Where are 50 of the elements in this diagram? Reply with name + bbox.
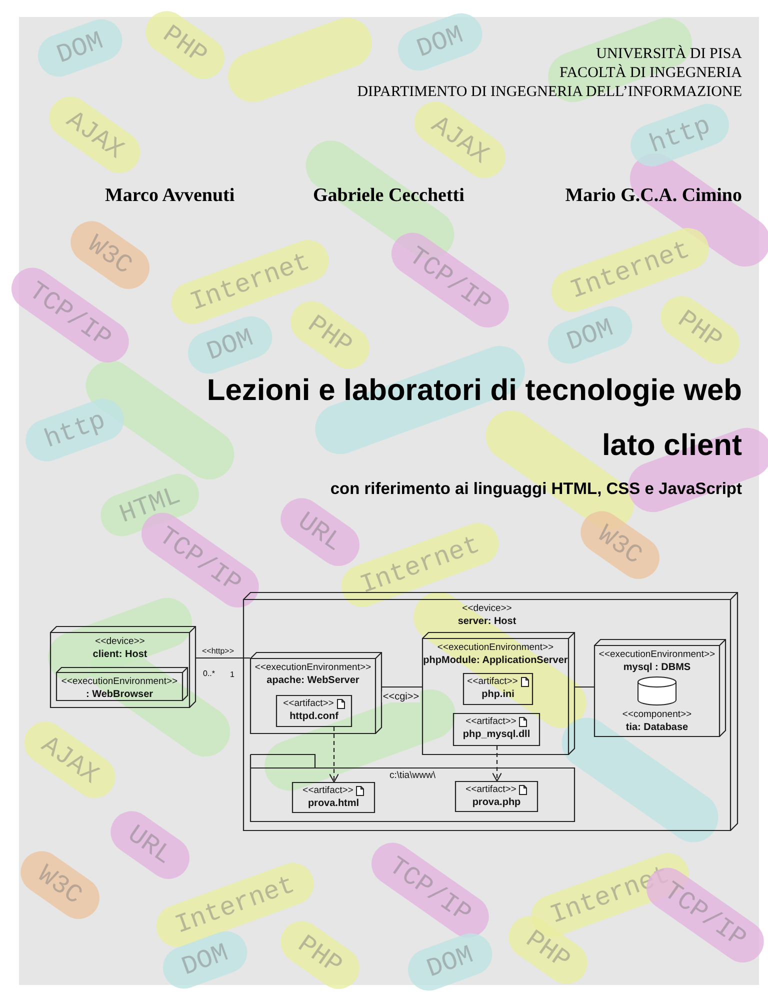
stereotype-label: <<cgi>> — [382, 692, 420, 702]
element-name: : WebBrowser — [86, 688, 154, 701]
artifact-box — [455, 781, 538, 812]
execution-environment-node — [594, 639, 726, 737]
artifact-box — [463, 673, 533, 705]
stereotype-text: <<executionEnvironment>> — [254, 661, 372, 674]
device-node — [243, 592, 738, 831]
artifact-box — [292, 782, 375, 813]
stereotype-label: <<http>> — [200, 646, 236, 656]
stereotype-text: <<executionEnvironment>> — [598, 648, 716, 661]
element-name: httpd.conf — [290, 710, 338, 723]
stereotype-text: <<component>> — [622, 708, 692, 721]
multiplicity-label: 1 — [230, 670, 234, 679]
author-name: Gabriele Cecchetti — [313, 185, 464, 207]
stereotype-text: <<executionEnvironment>> — [61, 675, 178, 688]
device-node — [50, 626, 196, 708]
dependency-arrow — [328, 727, 340, 783]
package-folder — [250, 754, 575, 822]
stereotype-text: <<executionEnvironment>> — [437, 641, 554, 654]
affiliation-text: FACOLTÀ DI INGEGNERIA — [560, 65, 742, 82]
execution-environment-node — [250, 652, 382, 734]
element-name: prova.php — [472, 796, 521, 809]
element-name: client: Host — [92, 648, 148, 661]
element-name: server: Host — [458, 615, 516, 628]
execution-environment-node — [56, 667, 188, 701]
element-name: php.ini — [482, 688, 514, 701]
element-name: mysql : DBMS — [623, 661, 691, 674]
artifact-box — [453, 713, 540, 746]
author-name: Marco Avvenuti — [105, 185, 235, 207]
stereotype-text: <<artifact>> — [283, 697, 334, 710]
artifact-box — [276, 695, 352, 727]
element-name: php_mysql.dll — [462, 728, 530, 741]
dependency-arrow — [492, 746, 502, 782]
stereotype-text: <<artifact>> — [467, 675, 518, 688]
stereotype-text: <<device>> — [95, 635, 145, 648]
element-name: tia: Database — [626, 721, 688, 734]
connection-line — [196, 657, 250, 659]
affiliation-text: UNIVERSITÀ DI PISA — [596, 46, 742, 63]
connection-line — [382, 686, 422, 688]
folder-path: c:\tia\www\ — [390, 769, 436, 782]
element-name: apache: WebServer — [266, 674, 360, 687]
stereotype-text: <<artifact>> — [302, 784, 354, 797]
execution-environment-node — [422, 632, 575, 755]
author-name: Mario G.C.A. Cimino — [565, 185, 742, 207]
element-name: prova.html — [308, 797, 360, 810]
connection-line — [575, 686, 594, 688]
multiplicity-label: 0..* — [203, 669, 216, 678]
stereotype-text: <<artifact>> — [466, 783, 516, 796]
element-name: phpModule: ApplicationServer — [423, 654, 568, 667]
stereotype-text: <<artifact>> — [466, 715, 516, 728]
